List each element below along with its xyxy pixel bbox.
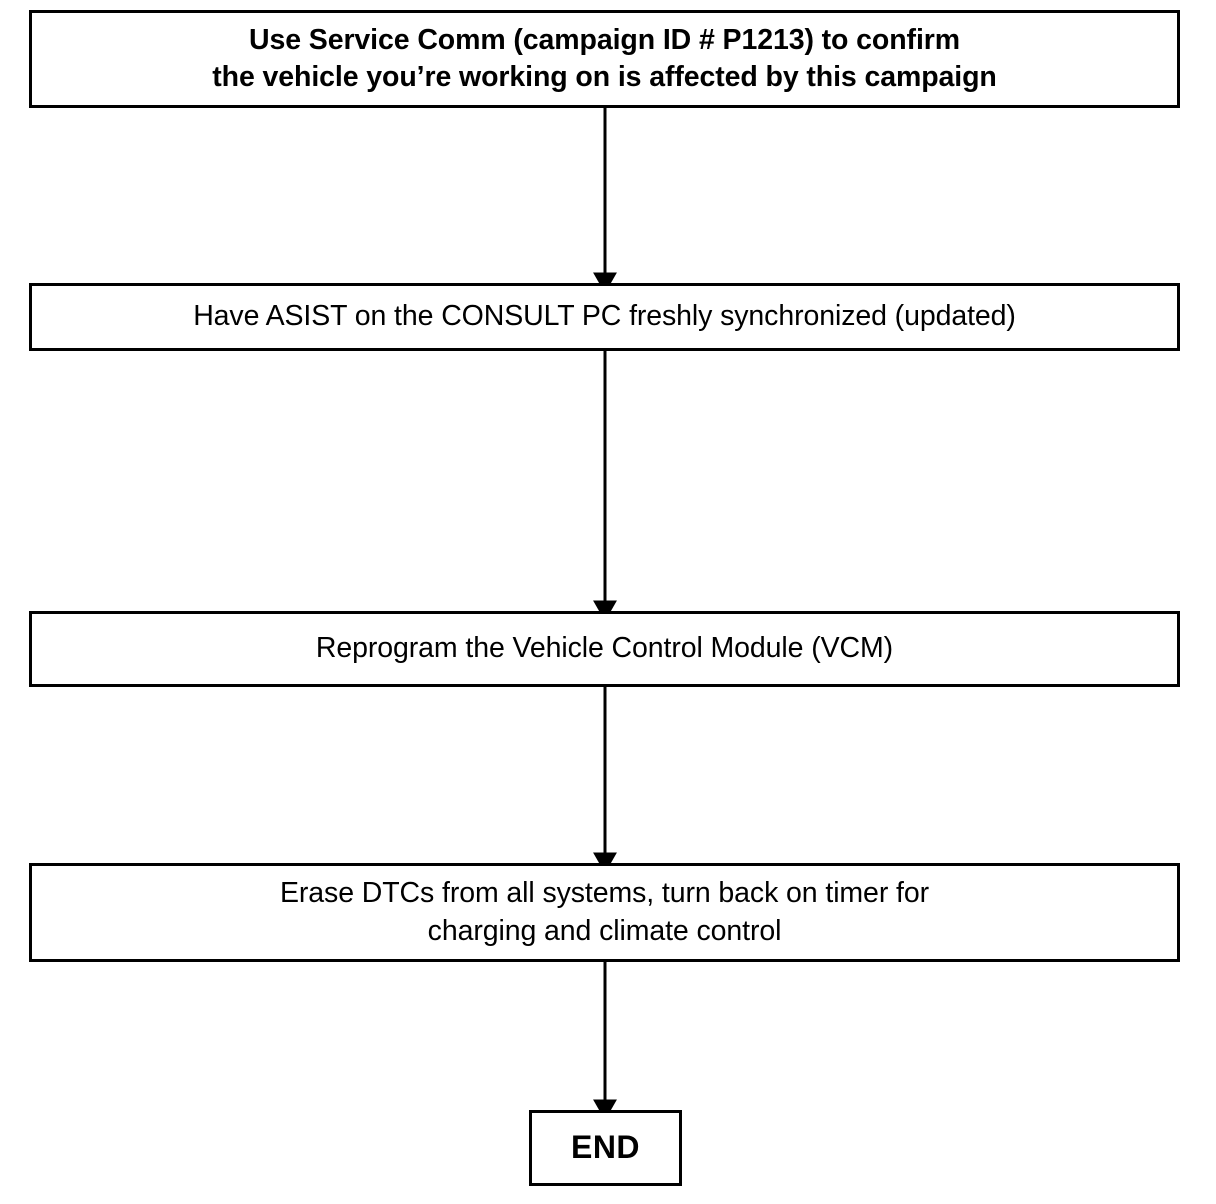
flow-node-erase-dtcs: Erase DTCs from all systems, turn back o… (29, 863, 1180, 962)
flow-node-sync-asist: Have ASIST on the CONSULT PC freshly syn… (29, 283, 1180, 351)
flow-node-confirm-campaign-label: Use Service Comm (campaign ID # P1213) t… (212, 23, 997, 93)
flow-node-confirm-campaign: Use Service Comm (campaign ID # P1213) t… (29, 10, 1180, 108)
flow-node-end-label: END (570, 1129, 641, 1166)
flow-node-reprogram-vcm: Reprogram the Vehicle Control Module (VC… (29, 611, 1180, 687)
flow-node-end: END (529, 1110, 682, 1186)
flow-node-sync-asist-label: Have ASIST on the CONSULT PC freshly syn… (193, 300, 1016, 333)
flow-node-reprogram-vcm-label: Reprogram the Vehicle Control Module (VC… (315, 632, 894, 665)
flow-node-erase-dtcs-label: Erase DTCs from all systems, turn back o… (280, 877, 929, 947)
